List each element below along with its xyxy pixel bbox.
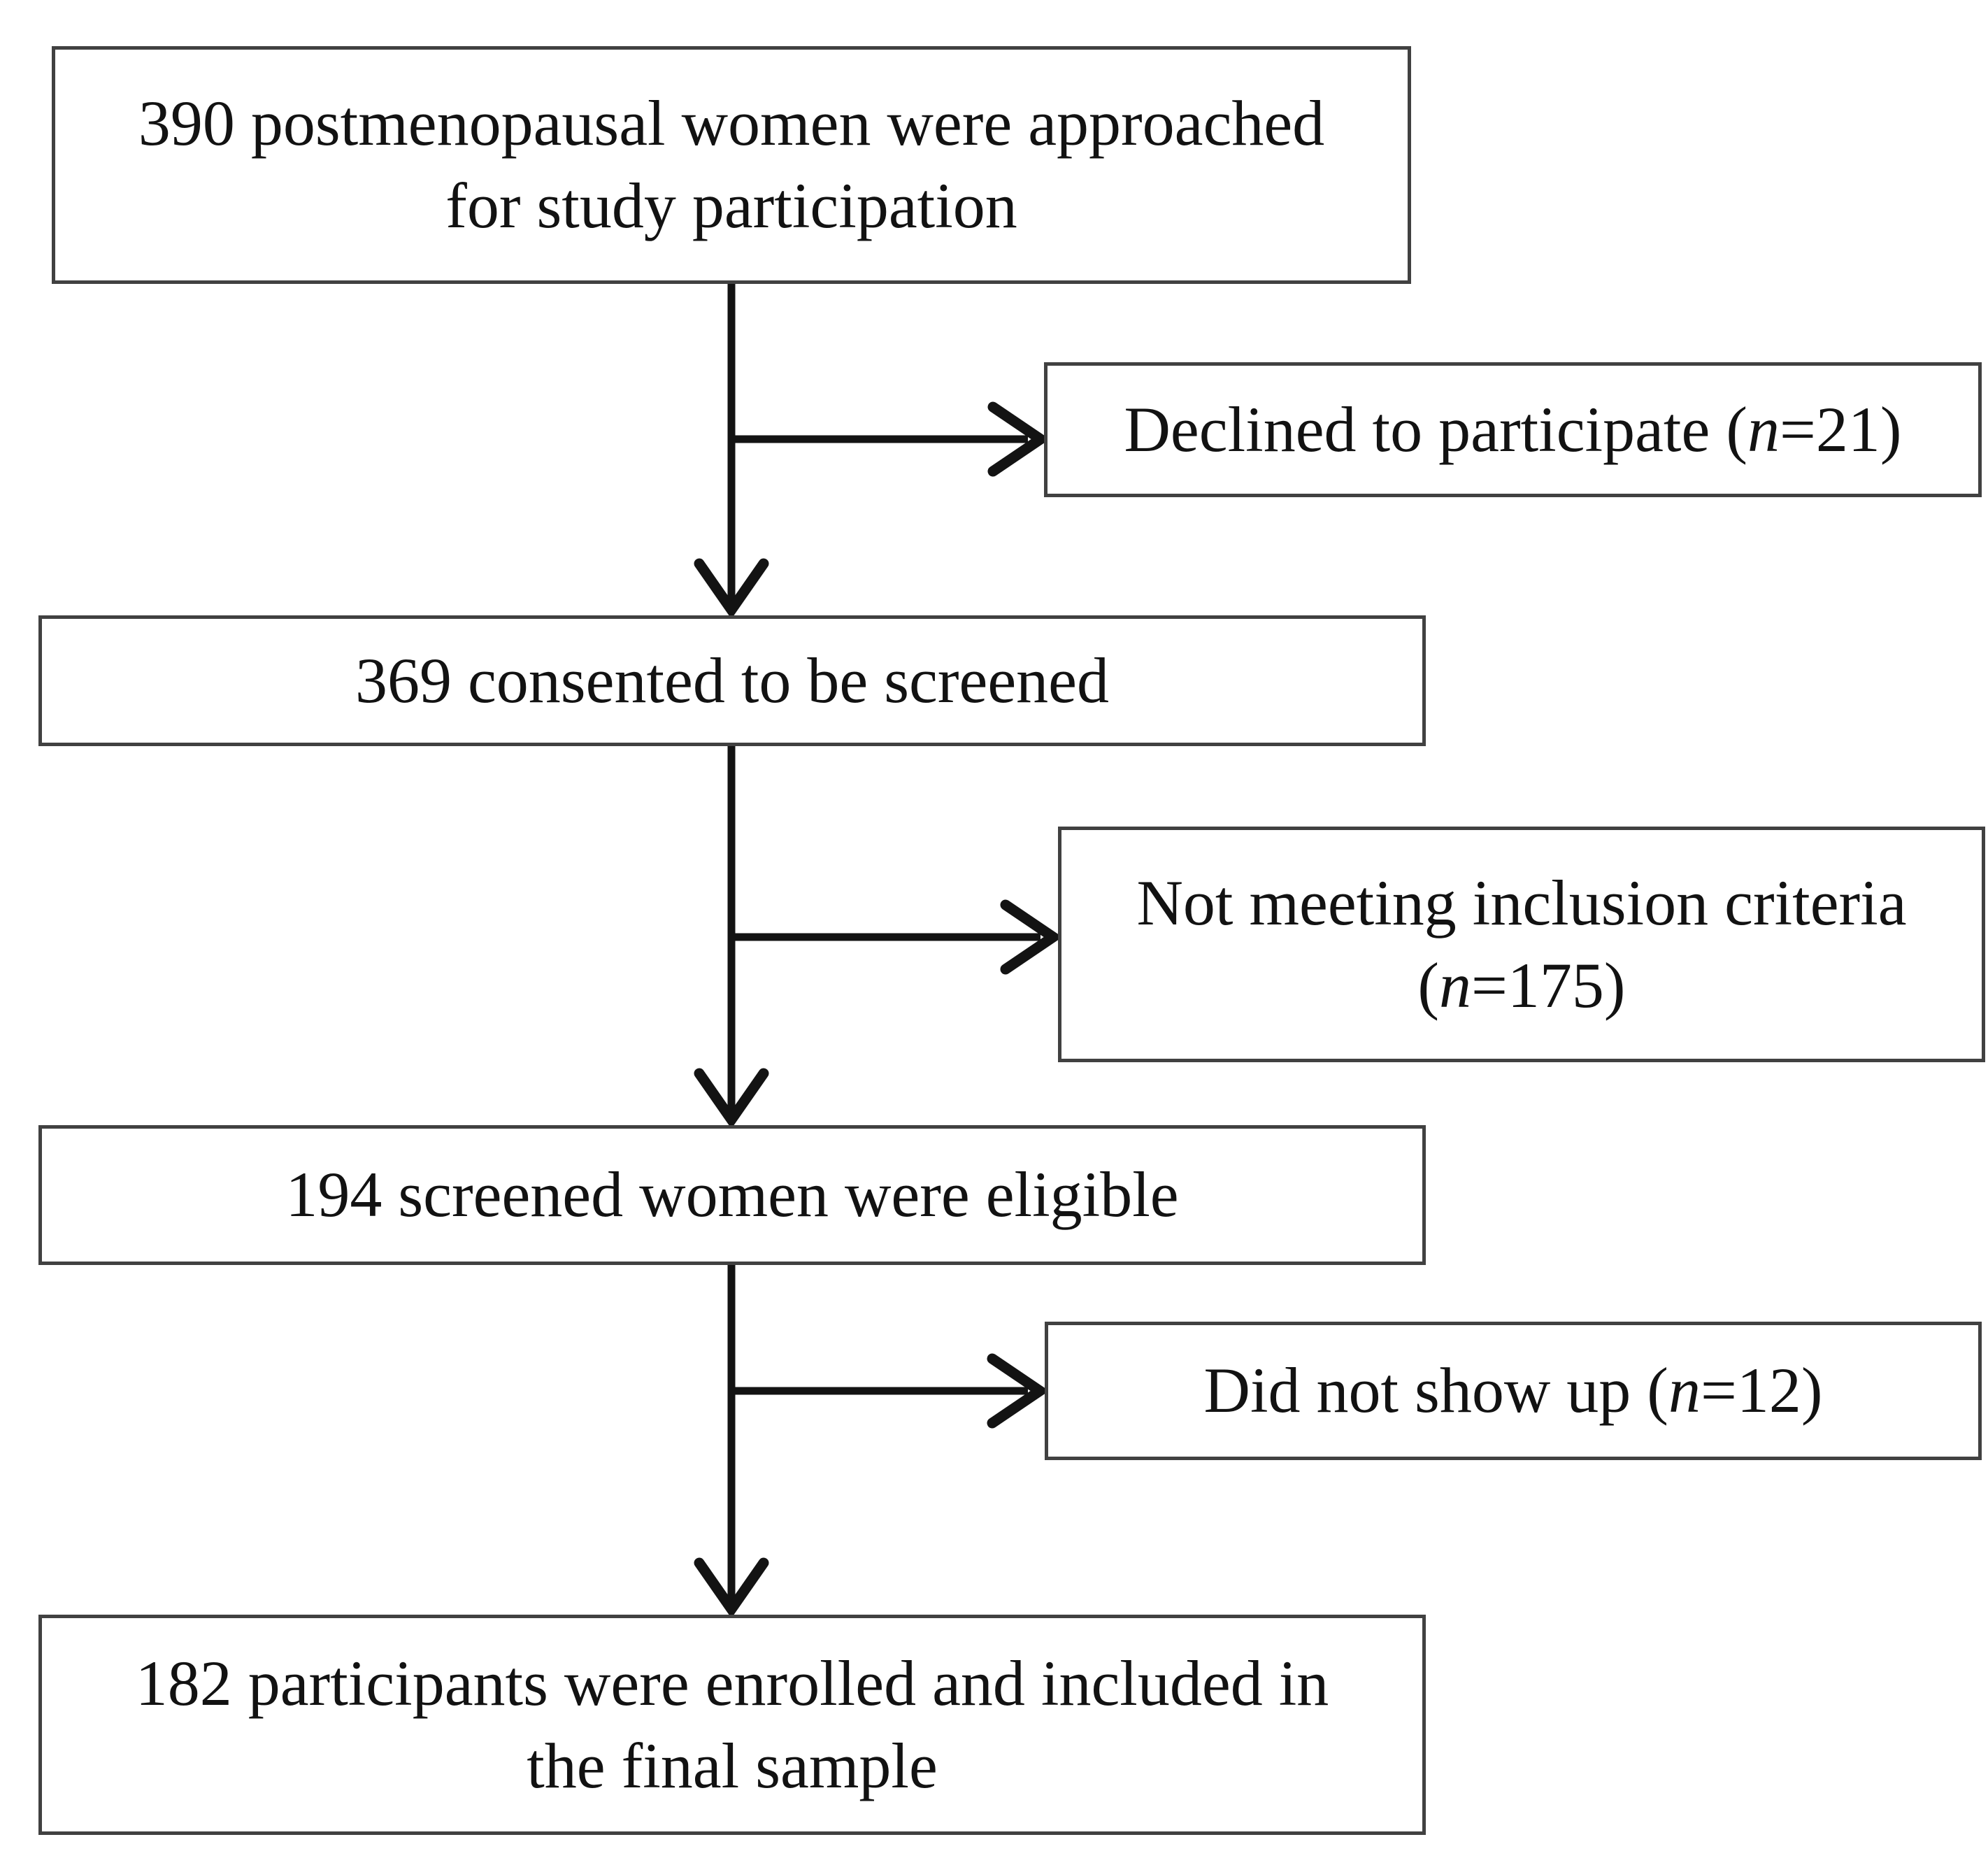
arrow-approached-to-consented xyxy=(694,284,769,620)
enrolled-line1: 182 participants were enrolled and inclu… xyxy=(135,1647,1329,1719)
approached-line2: for study participation xyxy=(445,170,1017,241)
no-show-count: =12) xyxy=(1700,1355,1823,1427)
approached-line1: 390 postmenopausal women were approached xyxy=(138,87,1325,159)
arrow-eligible-to-enrolled xyxy=(694,1265,769,1619)
consented-line1: 369 consented to be screened xyxy=(355,644,1110,716)
arrow-branch-declined xyxy=(731,401,1050,477)
flow-box-did-not-show-up: Did not show up (n=12) xyxy=(1045,1322,1982,1460)
eligible-line1: 194 screened women were eligible xyxy=(285,1159,1179,1231)
flow-box-approached: 390 postmenopausal women were approached… xyxy=(52,46,1411,284)
not-meeting-paren: ( xyxy=(1417,949,1440,1021)
not-meeting-line2: (n=175) xyxy=(1417,945,1625,1027)
flow-box-enrolled: 182 participants were enrolled and inclu… xyxy=(38,1615,1426,1835)
not-meeting-n-italic: n xyxy=(1439,949,1472,1021)
arrow-consented-to-eligible xyxy=(694,746,769,1129)
declined-n-italic: n xyxy=(1747,393,1780,465)
not-meeting-line1: Not meeting inclusion criteria xyxy=(1136,866,1907,938)
flow-box-not-meeting-criteria: Not meeting inclusion criteria (n=175) xyxy=(1058,827,1985,1062)
no-show-text: Did not show up ( xyxy=(1203,1355,1668,1427)
flow-box-eligible: 194 screened women were eligible xyxy=(38,1125,1426,1265)
arrow-branch-not-meeting xyxy=(731,899,1063,975)
arrow-branch-no-show xyxy=(731,1353,1050,1429)
declined-line1: Declined to participate (n=21) xyxy=(1124,389,1901,471)
declined-count: =21) xyxy=(1779,393,1902,465)
no-show-line1: Did not show up (n=12) xyxy=(1204,1350,1823,1432)
flow-box-declined: Declined to participate (n=21) xyxy=(1044,362,1982,497)
not-meeting-count: =175) xyxy=(1471,949,1626,1021)
enrolled-line2: the final sample xyxy=(527,1729,938,1801)
flow-box-consented: 369 consented to be screened xyxy=(38,615,1426,746)
no-show-n-italic: n xyxy=(1668,1355,1701,1427)
declined-text: Declined to participate ( xyxy=(1124,393,1747,465)
